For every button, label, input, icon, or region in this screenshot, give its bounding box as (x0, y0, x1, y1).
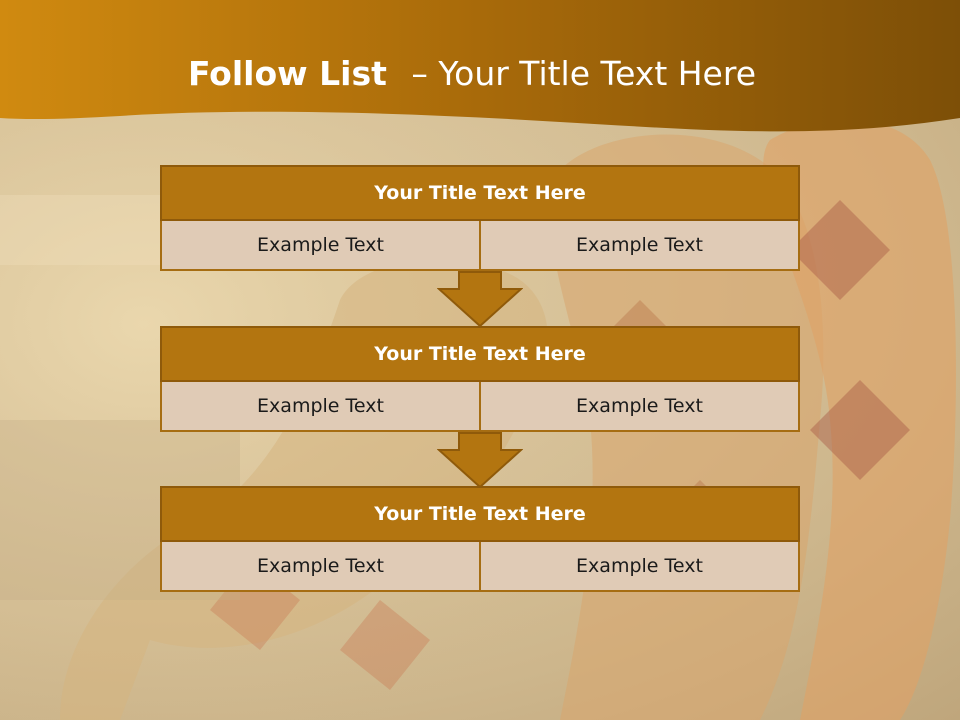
block-cells: Example Text Example Text (160, 221, 800, 271)
slide-title: Follow List – Your Title Text Here (0, 54, 944, 93)
block-cell-right: Example Text (481, 382, 800, 432)
block-cell-left: Example Text (160, 221, 481, 271)
block-cell-left: Example Text (160, 542, 481, 592)
block-title: Your Title Text Here (160, 486, 800, 542)
block-cells: Example Text Example Text (160, 382, 800, 432)
list-block-3: Your Title Text Here Example Text Exampl… (160, 486, 800, 592)
block-cells: Example Text Example Text (160, 542, 800, 592)
block-title: Your Title Text Here (160, 165, 800, 221)
block-title: Your Title Text Here (160, 326, 800, 382)
slide-title-rest: – Your Title Text Here (411, 54, 757, 93)
block-cell-right: Example Text (481, 542, 800, 592)
down-arrow-icon (437, 271, 523, 327)
list-block-2: Your Title Text Here Example Text Exampl… (160, 326, 800, 432)
list-block-1: Your Title Text Here Example Text Exampl… (160, 165, 800, 271)
header-banner (0, 0, 960, 132)
block-cell-left: Example Text (160, 382, 481, 432)
block-cell-right: Example Text (481, 221, 800, 271)
slide-title-bold: Follow List (187, 54, 387, 93)
down-arrow-icon (437, 432, 523, 488)
